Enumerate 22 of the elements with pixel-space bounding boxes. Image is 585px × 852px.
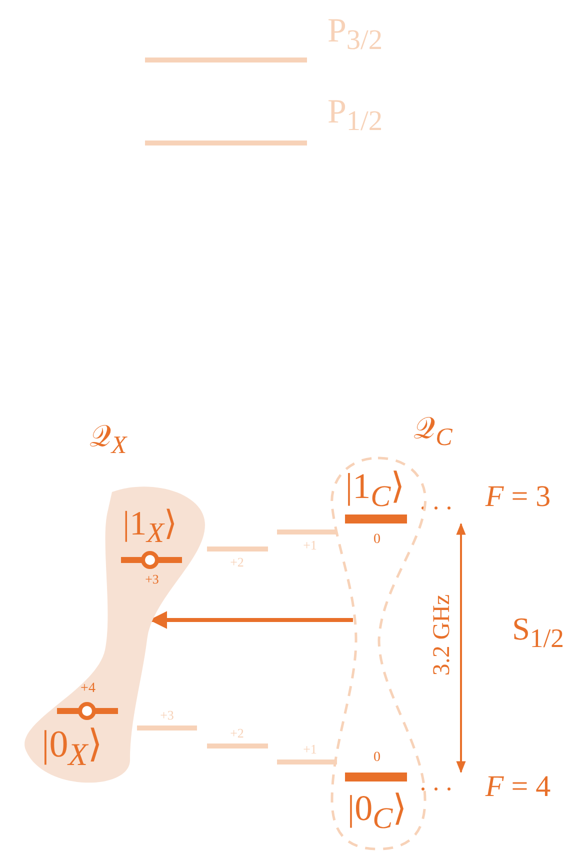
frequency-label: 3.2 GHz [430, 594, 454, 676]
level-label: 0 [374, 751, 380, 765]
heading: 𝒬$_{X}$ [89, 422, 127, 458]
quantum-number: F = 3 [485, 482, 551, 512]
arrow [149, 611, 353, 629]
heading: 𝒬$_{C}$ [414, 414, 452, 450]
level-label: +3 [160, 708, 174, 722]
level-label: +1 [303, 742, 317, 756]
level-name: S$_{1/2}$ [512, 612, 564, 652]
level-label: +2 [230, 556, 244, 568]
level-name: P$_{1/2}$ [327, 95, 383, 137]
level-label: +3 [145, 572, 159, 586]
quantum-number: F = 4 [485, 772, 551, 802]
level-label: +1 [303, 538, 317, 552]
level-label: +4 [80, 682, 96, 696]
level-name: P$_{3/2}$ [327, 14, 383, 56]
state-label: |0$_{X}$⟩ [42, 725, 102, 771]
level-label: 0 [374, 533, 380, 547]
state-label: |1$_{C}$⟩ [345, 468, 405, 512]
level-label: +2 [230, 726, 244, 740]
state-label: |1$_{X}$⟩ [122, 507, 178, 549]
state-label: |0$_{C}$⟩ [347, 790, 407, 834]
